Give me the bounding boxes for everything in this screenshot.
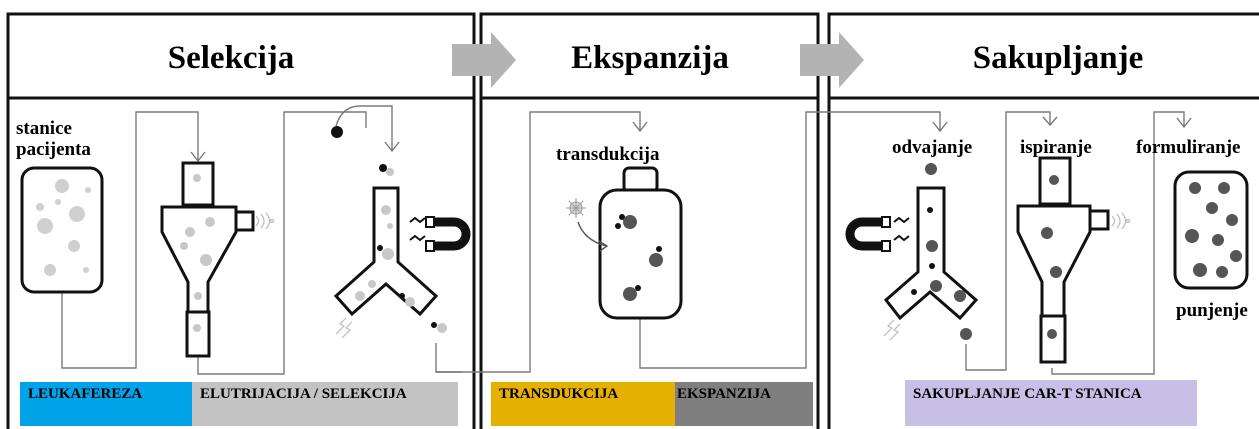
flow-out-icon-3 <box>883 319 901 341</box>
flow-out-icon-1 <box>255 212 275 230</box>
phase-bar-leukapheresis: LEUKAFEREZA <box>20 382 192 426</box>
magnet-icon-1 <box>425 216 471 252</box>
virus-arrow <box>577 221 607 247</box>
flow-line-4 <box>435 343 462 373</box>
magnet-icon-2 <box>845 216 891 252</box>
elutriation-cells <box>180 174 215 332</box>
magnetic-separator-2-cells <box>911 163 972 340</box>
flow-line-6 <box>639 111 941 369</box>
transduction-bag <box>598 166 683 320</box>
label-formulation: formuliranje <box>1136 137 1241 158</box>
label-washing: ispiranje <box>1020 137 1092 158</box>
transduction-cells <box>615 214 663 301</box>
flow-line-3 <box>335 105 393 150</box>
flow-out-icon-4 <box>1111 212 1131 230</box>
section-title-collection: Sakupljanje <box>972 40 1144 76</box>
flow-line-5 <box>436 111 641 373</box>
label-patient-cells: stanice pacijenta <box>16 118 91 160</box>
flow-out-icon-2 <box>335 317 353 339</box>
step-arrow-2 <box>800 32 864 88</box>
phase-bar-expansion: EKSPANZIJA <box>675 382 813 426</box>
arrowhead-5 <box>1042 116 1058 127</box>
phase-bar-collection: SAKUPLJANJE CAR-T STANICA <box>905 380 1197 426</box>
elutriation-device <box>160 161 255 358</box>
section-title-selection: Selekcija <box>167 40 295 76</box>
panel-collection-frame <box>827 12 1259 429</box>
step-arrow-1 <box>452 32 516 88</box>
field-waves-1 <box>409 216 426 242</box>
panel-expansion-frame <box>479 12 820 429</box>
washing-device <box>1016 156 1110 364</box>
label-filling: punjenje <box>1176 300 1248 321</box>
phase-bar-elutriation: ELUTRIJACIJA / SELEKCIJA <box>192 382 458 426</box>
section-title-expansion: Ekspanzija <box>571 40 729 76</box>
patient-cells-bag <box>20 166 104 294</box>
magnetic-separator-2 <box>883 186 979 321</box>
flow-line-2 <box>197 111 367 375</box>
flow-line-8 <box>1051 111 1185 375</box>
field-waves-2 <box>893 216 910 242</box>
arrowhead-3 <box>632 121 648 133</box>
final-product-bag <box>1173 170 1249 290</box>
arrowhead-6 <box>1176 117 1192 129</box>
arrowhead-4 <box>932 121 948 133</box>
label-transduction: transdukcija <box>556 144 660 165</box>
arrowhead-2 <box>384 141 400 153</box>
flow-line-7 <box>965 111 1051 371</box>
label-separation: odvajanje <box>892 137 973 158</box>
panel-selection-frame <box>6 12 476 429</box>
patient-cells <box>36 179 91 276</box>
phase-bar-transduction: TRANSDUKCIJA <box>491 382 675 426</box>
magnetic-separator-1-cells <box>331 126 447 333</box>
arrowhead-1 <box>190 151 206 163</box>
final-product-cells <box>1185 182 1242 278</box>
flow-line-1 <box>61 111 199 369</box>
virus-icon <box>566 198 586 218</box>
virus-arrowhead <box>598 240 609 252</box>
washing-cells <box>1041 175 1062 339</box>
